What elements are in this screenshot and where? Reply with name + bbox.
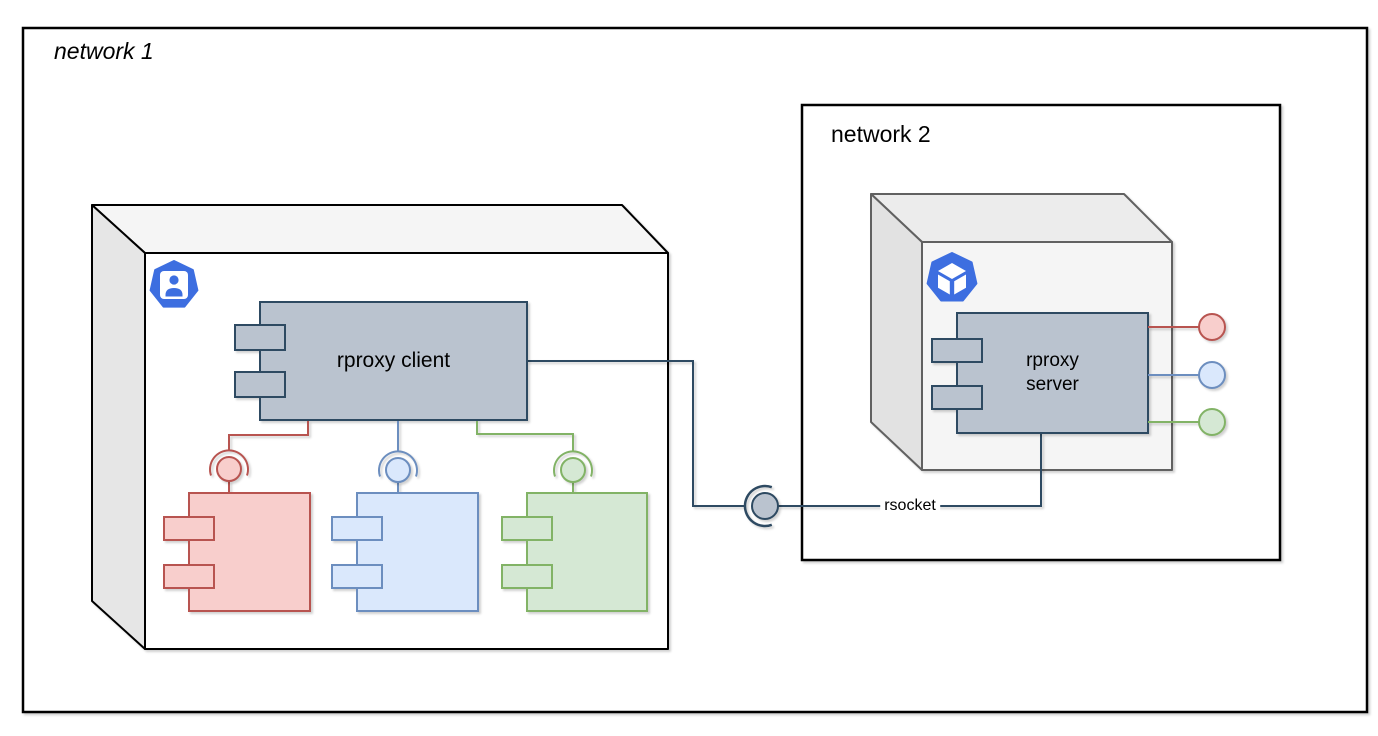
service-green-tab-bottom bbox=[501, 564, 553, 589]
client-label-text: rproxy client bbox=[336, 349, 451, 372]
rsocket-connector bbox=[527, 360, 1042, 528]
connector-red bbox=[209, 421, 309, 493]
connector-green-line bbox=[476, 421, 574, 451]
person-icon bbox=[149, 260, 199, 308]
service-red-tab-bottom bbox=[163, 564, 215, 589]
service-blue-component bbox=[331, 492, 479, 612]
connector-red-line bbox=[228, 421, 309, 450]
service-green-component bbox=[501, 492, 648, 612]
rsocket-label: rsocket bbox=[880, 497, 940, 515]
server-endpoints bbox=[1148, 313, 1226, 436]
endpoint-blue-ball bbox=[1198, 361, 1226, 389]
client-body bbox=[259, 301, 528, 421]
node2-left-face bbox=[870, 193, 923, 471]
connector-green bbox=[476, 421, 593, 493]
endpoint-green-ball bbox=[1198, 408, 1226, 436]
client-component bbox=[234, 301, 528, 421]
service-green-tab-top bbox=[501, 516, 553, 541]
service-blue-tab-bottom bbox=[331, 564, 383, 589]
rsocket-socket-arc bbox=[743, 484, 773, 528]
ball-blue bbox=[385, 457, 411, 483]
endpoint-red-ball bbox=[1198, 313, 1226, 341]
server-body bbox=[956, 312, 1149, 434]
service-blue-tab-top bbox=[331, 516, 383, 541]
socket-blue-arc bbox=[378, 450, 418, 477]
service-red-component bbox=[163, 492, 311, 612]
service-red-body bbox=[188, 492, 311, 612]
cube-icon bbox=[926, 252, 978, 302]
socket-green-arc bbox=[553, 450, 593, 477]
client-tab-bottom bbox=[234, 371, 286, 398]
service-green-body bbox=[526, 492, 648, 612]
server-tab-top bbox=[931, 338, 983, 363]
ball-red bbox=[216, 456, 242, 482]
server-component bbox=[931, 312, 1149, 434]
rsocket-connector-left-segment bbox=[527, 360, 745, 507]
connector-blue bbox=[378, 421, 418, 493]
socket-red-arc bbox=[209, 449, 249, 476]
server-label: rproxy server bbox=[957, 313, 1148, 433]
rsocket-ball bbox=[751, 492, 779, 520]
client-label: rproxy client bbox=[260, 302, 527, 420]
ball-green bbox=[560, 457, 586, 483]
network2-label: network 2 bbox=[831, 121, 931, 147]
node1-left-face bbox=[91, 204, 146, 650]
client-tab-top bbox=[234, 324, 286, 351]
service-blue-body bbox=[356, 492, 479, 612]
server-tab-bottom bbox=[931, 385, 983, 410]
service-red-tab-top bbox=[163, 516, 215, 541]
node2-top-face bbox=[870, 193, 1173, 243]
server-label-text: rproxy server bbox=[1026, 350, 1079, 395]
rsocket-connector-right-segment bbox=[778, 434, 1042, 507]
network1-label: network 1 bbox=[54, 38, 154, 64]
node1-top-face bbox=[91, 204, 669, 254]
